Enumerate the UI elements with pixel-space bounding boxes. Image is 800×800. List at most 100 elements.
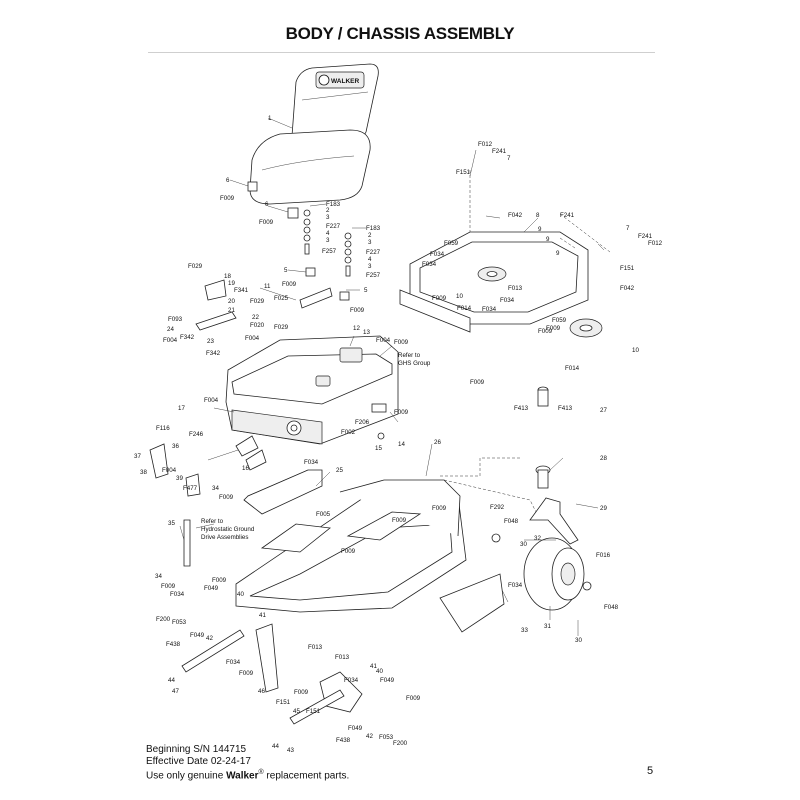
- seat-frame-assembly: [399, 170, 611, 338]
- callout: F012: [648, 240, 663, 247]
- callout: 10: [632, 347, 639, 354]
- callout: F009: [350, 307, 365, 314]
- callout: 9: [556, 250, 560, 257]
- callout: F009: [282, 281, 297, 288]
- seat-logo-text: WALKER: [331, 78, 359, 85]
- callout: 5: [364, 287, 368, 294]
- callout: F438: [166, 641, 181, 648]
- callout: 41: [259, 612, 266, 619]
- callout: 46: [258, 688, 265, 695]
- callout: F016: [596, 552, 611, 559]
- callout: 42: [206, 635, 213, 642]
- callout: F029: [188, 263, 203, 270]
- callout: F151: [306, 708, 321, 715]
- callout: F009: [392, 517, 407, 524]
- callout: F014: [565, 365, 580, 372]
- callout: F342: [180, 334, 195, 341]
- main-chassis: [235, 457, 541, 613]
- callout: F116: [156, 425, 170, 432]
- callout: 18: [224, 273, 231, 280]
- callout: 25: [336, 467, 343, 474]
- callout: F183: [326, 201, 341, 208]
- seat-spacer: [305, 267, 316, 277]
- callout: F020: [250, 322, 265, 329]
- seat-pad: [287, 207, 299, 219]
- callout: F009: [432, 505, 447, 512]
- title-divider: [148, 52, 655, 53]
- callout: 10: [456, 293, 463, 300]
- callout: F206: [355, 419, 370, 426]
- callout: F004: [376, 337, 391, 344]
- callout: F034: [482, 306, 497, 313]
- effective-date: Effective Date 02-24-17: [146, 755, 251, 767]
- drive-lever: [289, 689, 345, 725]
- callout: F004: [162, 467, 177, 474]
- callout: 41: [370, 663, 377, 670]
- callout: F183: [366, 225, 381, 232]
- callout: Hydrostatic Ground: [201, 526, 255, 533]
- callout: F025: [274, 295, 289, 302]
- callout: F009: [394, 409, 409, 416]
- callout: F002: [341, 429, 356, 436]
- callout: 17: [178, 405, 185, 412]
- callout: 43: [287, 747, 294, 754]
- callout: F009: [294, 689, 309, 696]
- callout: 2: [368, 232, 372, 239]
- callout: F151: [620, 265, 635, 272]
- callout: 15: [375, 445, 382, 452]
- callout: 34: [155, 573, 162, 580]
- callout: 23: [207, 338, 214, 345]
- callout: 3: [368, 263, 372, 270]
- callout: F013: [335, 654, 350, 661]
- callout: 12: [353, 325, 360, 332]
- callout: F227: [366, 249, 381, 256]
- callout: F413: [514, 405, 529, 412]
- callout: F257: [322, 248, 337, 255]
- callout: F413: [558, 405, 573, 412]
- callout-labels: 1 6 F009 6 F009 F183 2 3 F227 4 3 F257 F…: [134, 115, 663, 754]
- callout: F292: [490, 504, 505, 511]
- rear-wheel: [491, 386, 592, 611]
- callout: F341: [234, 287, 249, 294]
- callout: F151: [456, 169, 471, 176]
- callout: 3: [326, 214, 330, 221]
- callout: 13: [363, 329, 370, 336]
- callout: 3: [368, 239, 372, 246]
- callout: 7: [626, 225, 630, 232]
- callout: F029: [274, 324, 289, 331]
- callout: Drive Assemblies: [201, 534, 248, 541]
- callout: F342: [206, 350, 221, 357]
- callout: 9: [538, 226, 542, 233]
- callout: 2: [326, 207, 330, 214]
- callout: 42: [366, 733, 373, 740]
- callout: 39: [176, 475, 183, 482]
- callout: F034: [344, 677, 359, 684]
- callout: 6: [265, 201, 269, 208]
- control-levers: [195, 279, 333, 471]
- callout: 24: [167, 326, 174, 333]
- callout: F029: [250, 298, 265, 305]
- callout: F246: [189, 431, 204, 438]
- callout: F009: [406, 695, 421, 702]
- serial-number: Beginning S/N 144715: [146, 744, 247, 755]
- bottom-tray: [439, 573, 505, 633]
- callout: F009: [220, 195, 235, 202]
- callout: F093: [168, 316, 183, 323]
- callout: F013: [508, 285, 523, 292]
- callout: F227: [326, 223, 341, 230]
- callout: 32: [534, 535, 541, 542]
- callout: 26: [434, 439, 441, 446]
- callout: 19: [228, 280, 235, 287]
- callout: F042: [508, 212, 523, 219]
- callout: F048: [504, 518, 519, 525]
- callout: 9: [546, 236, 550, 243]
- callout: 34: [212, 485, 219, 492]
- callout: F034: [226, 659, 241, 666]
- callout: Refer to: [398, 352, 421, 359]
- seat-illustration: WALKER: [247, 63, 379, 219]
- callout: F049: [380, 677, 395, 684]
- callout: F013: [308, 644, 323, 651]
- callout: 36: [172, 443, 179, 450]
- callout: 5: [284, 267, 288, 274]
- callout: 21: [228, 307, 235, 314]
